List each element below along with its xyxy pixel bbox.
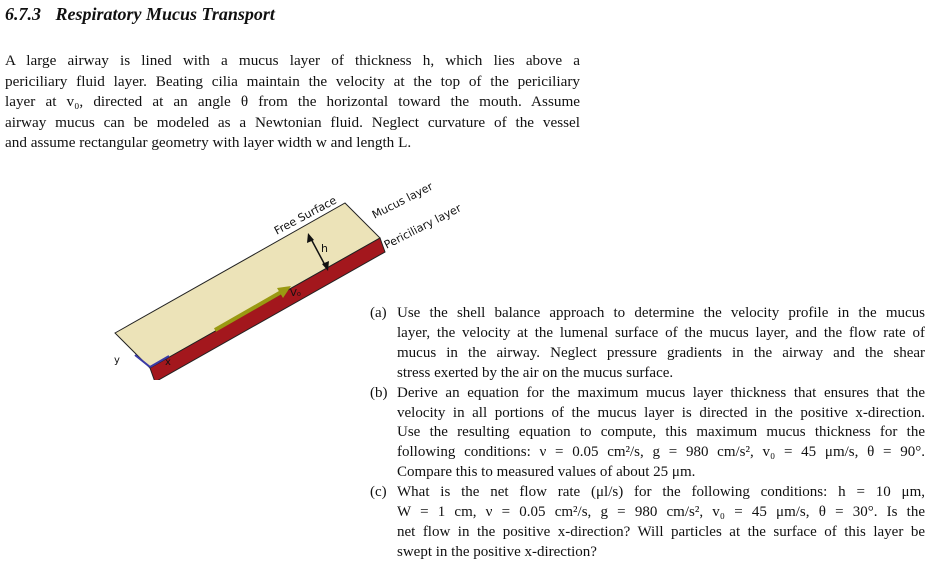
v0-arrowhead bbox=[277, 286, 291, 298]
h-label: h bbox=[321, 242, 328, 255]
airway-diagram: Free Surface Mucus layer Periciliary lay… bbox=[105, 170, 485, 380]
question-b: (b) Derive an equation for the maximum m… bbox=[370, 384, 925, 484]
airway-diagram-svg bbox=[114, 202, 386, 380]
v0-arrow bbox=[214, 289, 284, 332]
h-arrow bbox=[309, 236, 327, 268]
section-number: 6.7.3 bbox=[5, 4, 41, 24]
question-line: Use the shell balance approach to determ… bbox=[397, 305, 925, 321]
question-line: swept in the positive x-direction? bbox=[397, 543, 597, 560]
h-arrowhead-bottom bbox=[322, 261, 329, 271]
question-text: What is the net flow rate (μl/s) for the… bbox=[397, 483, 925, 563]
y-axis bbox=[134, 354, 151, 368]
question-line: layer, the velocity at the lumenal surfa… bbox=[397, 324, 925, 341]
x-axis-label: x bbox=[165, 357, 171, 368]
question-c: (c) What is the net flow rate (μl/s) for… bbox=[370, 483, 925, 563]
question-text: Derive an equation for the maximum mucus… bbox=[397, 384, 925, 484]
intro-line: layer at v₀, directed at an angle θ from… bbox=[5, 93, 580, 110]
question-a: (a) Use the shell balance approach to de… bbox=[370, 304, 925, 384]
question-label: (b) bbox=[370, 384, 388, 401]
question-line: Use the resulting equation to compute, t… bbox=[397, 424, 925, 441]
intro-line: A large airway is lined with a mucus lay… bbox=[5, 52, 580, 69]
h-arrowhead-top bbox=[307, 233, 314, 243]
intro-line: periciliary fluid layer. Beating cilia m… bbox=[5, 72, 580, 90]
section-title: Respiratory Mucus Transport bbox=[55, 4, 275, 24]
question-list: (a) Use the shell balance approach to de… bbox=[370, 304, 925, 563]
v0-label: V₀ bbox=[290, 288, 301, 299]
problem-intro: A large airway is lined with a mucus lay… bbox=[5, 51, 580, 154]
question-line: net flow in the positive x-direction? Wi… bbox=[397, 523, 925, 540]
question-line: following conditions: ν = 0.05 cm²/s, g … bbox=[397, 444, 925, 461]
question-line: mucus in the airway. Neglect pressure gr… bbox=[397, 344, 925, 361]
question-line: W = 1 cm, ν = 0.05 cm²/s, g = 980 cm/s²,… bbox=[397, 504, 925, 521]
question-line: What is the net flow rate (μl/s) for the… bbox=[397, 484, 925, 501]
periciliary-layer-shape bbox=[149, 237, 386, 380]
question-line: stress exerted by the air on the mucus s… bbox=[397, 364, 674, 381]
question-line: Derive an equation for the maximum mucus… bbox=[397, 384, 925, 401]
y-axis-label: y bbox=[114, 355, 120, 366]
intro-line: and assume rectangular geometry with lay… bbox=[5, 134, 412, 151]
question-text: Use the shell balance approach to determ… bbox=[397, 304, 925, 384]
question-line: Compare this to measured values of about… bbox=[397, 464, 696, 481]
intro-paragraph: A large airway is lined with a mucus lay… bbox=[5, 51, 580, 154]
section-heading: 6.7.3 Respiratory Mucus Transport bbox=[5, 4, 275, 25]
question-line: velocity in all portions of the mucus la… bbox=[397, 404, 925, 421]
x-axis bbox=[149, 355, 170, 368]
question-label: (c) bbox=[370, 484, 387, 501]
question-label: (a) bbox=[370, 305, 387, 321]
intro-line: airway mucus can be modeled as a Newtoni… bbox=[5, 113, 580, 131]
mucus-layer-shape bbox=[114, 202, 381, 369]
